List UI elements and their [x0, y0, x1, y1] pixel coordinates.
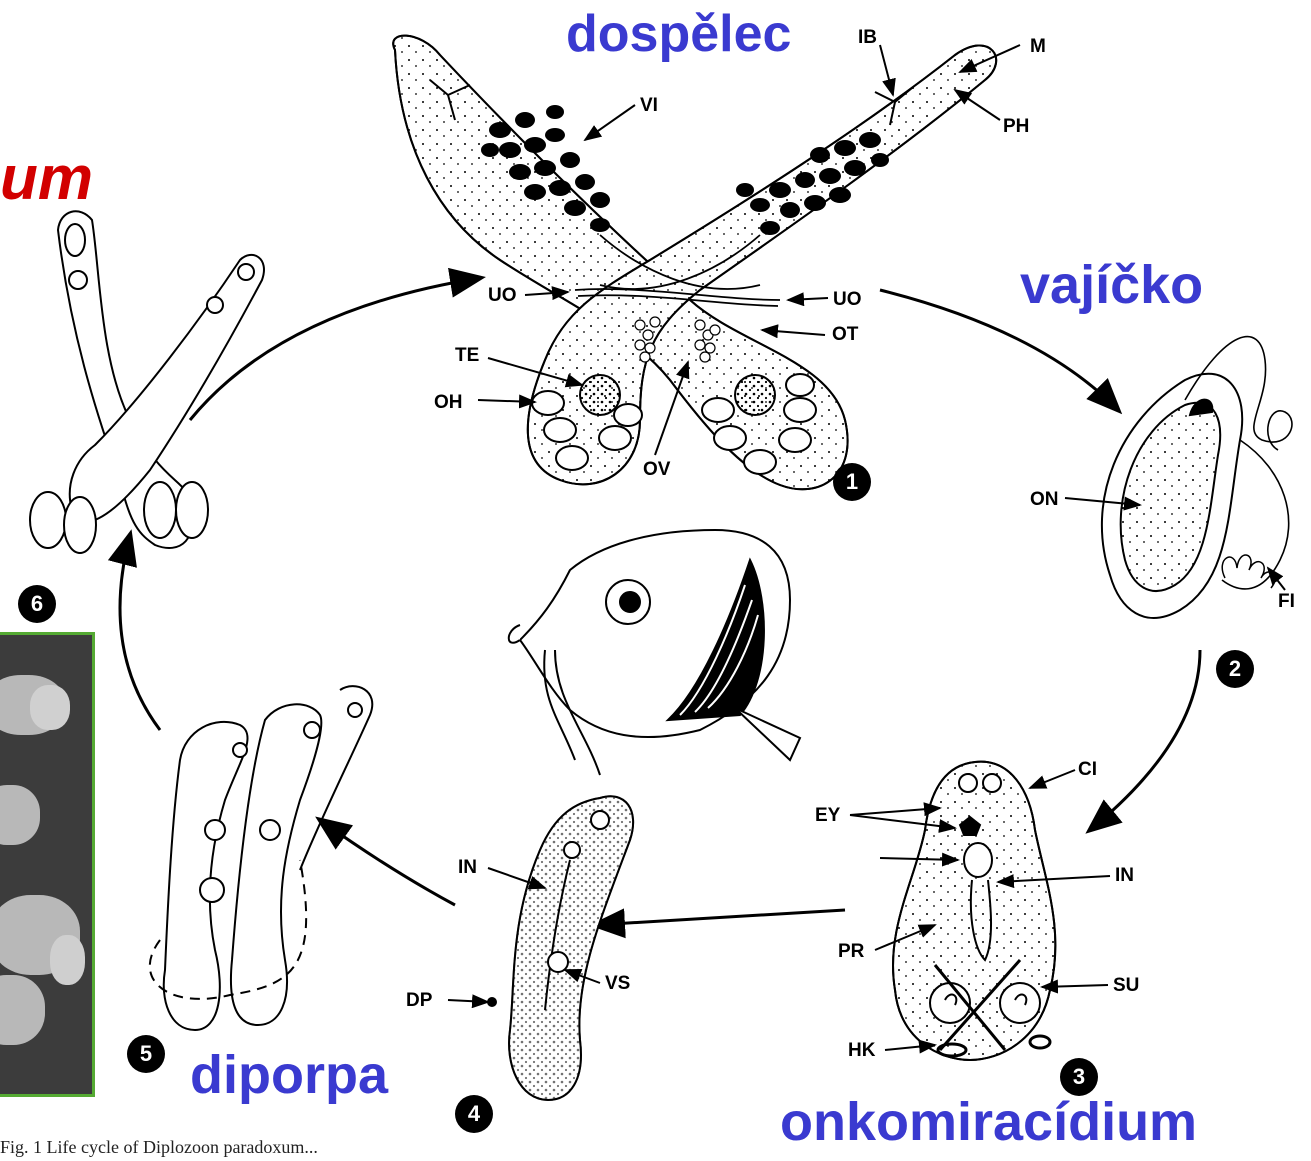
label-ci: CI — [1078, 760, 1097, 779]
title-cropped: um — [0, 148, 93, 210]
title-egg: vajíčko — [1020, 258, 1203, 312]
arrow-2-to-3 — [1090, 650, 1200, 830]
label-ey: EY — [815, 806, 840, 825]
stage-number-5: 5 — [127, 1035, 165, 1073]
label-dp: DP — [406, 991, 432, 1010]
intestinal-bifurcation — [430, 80, 912, 125]
egg — [1065, 337, 1292, 618]
arrow-4-to-5 — [320, 820, 455, 905]
diporpa-larva — [448, 796, 633, 1100]
label-vi: VI — [640, 96, 658, 115]
label-ot: OT — [832, 325, 858, 344]
arrow-5-to-6 — [120, 535, 160, 730]
label-uo-right: UO — [833, 290, 862, 309]
stage-number-2: 2 — [1216, 650, 1254, 688]
figure-caption: Fig. 1 Life cycle of Diplozoon paradoxum… — [0, 1137, 318, 1158]
stage-number-1: 1 — [833, 463, 871, 501]
label-oh: OH — [434, 393, 463, 412]
label-on: ON — [1030, 490, 1059, 509]
oncomiracidium — [850, 762, 1110, 1060]
stage-number-3: 3 — [1060, 1058, 1098, 1096]
title-adult: dospělec — [566, 8, 791, 60]
adult-worms — [393, 36, 996, 490]
diporpae-pair — [150, 686, 372, 1030]
label-in-oncomiracidium: IN — [1115, 866, 1134, 885]
label-ib: IB — [858, 28, 877, 47]
stage-number-6: 6 — [18, 585, 56, 623]
label-in-diporpa: IN — [458, 858, 477, 877]
label-su: SU — [1113, 976, 1139, 995]
title-diporpa: diporpa — [190, 1048, 388, 1102]
fish-head — [509, 530, 800, 775]
label-m: M — [1030, 37, 1046, 56]
label-ov: OV — [643, 460, 670, 479]
label-ph: PH — [1003, 117, 1029, 136]
micrograph-photo — [0, 632, 95, 1097]
label-hk: HK — [848, 1041, 875, 1060]
label-fi: FI — [1278, 592, 1295, 611]
stage-number-4: 4 — [455, 1095, 493, 1133]
label-te: TE — [455, 346, 479, 365]
label-pr: PR — [838, 942, 864, 961]
arrow-3-to-4 — [595, 910, 845, 925]
title-oncomiracidium: onkomiracídium — [780, 1095, 1197, 1149]
label-vs: VS — [605, 974, 630, 993]
label-uo-left: UO — [488, 286, 517, 305]
